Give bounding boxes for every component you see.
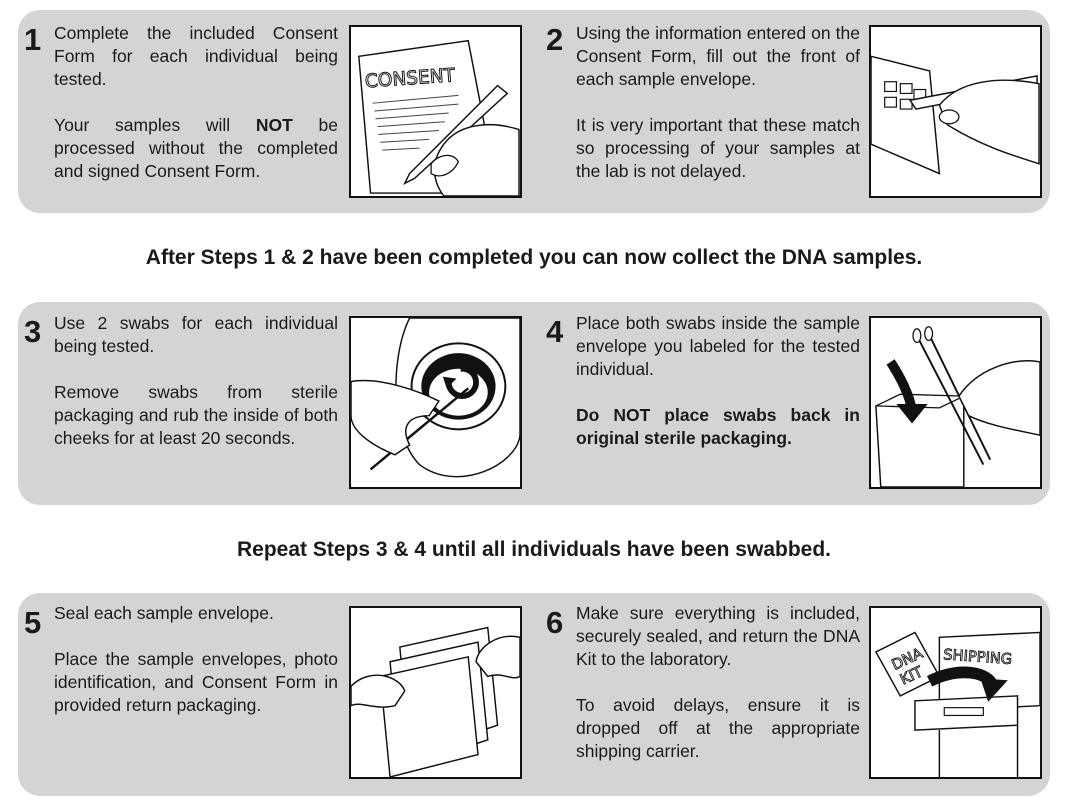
step-2-number: 2	[546, 22, 564, 57]
step-1-number: 1	[24, 22, 42, 57]
step-4-text: Place both swabs inside the sample envel…	[576, 312, 860, 450]
swabs-in-envelope-drawing	[875, 326, 1040, 487]
swabs-in-envelope-illustration	[869, 316, 1042, 489]
shipping-box-illustration: SHIPPING DNA KIT	[869, 606, 1042, 779]
step-3-instruction: Use 2 swabs for each individual being te…	[54, 313, 338, 356]
envelope-filling-illustration	[869, 25, 1042, 198]
step-2-instruction: Using the information entered on the Con…	[576, 23, 860, 89]
step-2-text: Using the information entered on the Con…	[576, 22, 860, 183]
consent-form-illustration: CONSENT	[349, 25, 522, 198]
seal-envelope-drawing	[351, 626, 520, 777]
steps-5-6-panel: 5 Seal each sample envelope. Place the s…	[18, 593, 1050, 796]
step-4-instruction: Place both swabs inside the sample envel…	[576, 313, 860, 379]
step-1-warning: Your samples will NOT be processed witho…	[54, 115, 338, 181]
step-6-note: To avoid delays, ensure it is dropped of…	[576, 695, 860, 761]
step-5-text: Seal each sample envelope. Place the sam…	[54, 602, 338, 717]
step-4-number: 4	[546, 314, 564, 349]
shipping-box-drawing: SHIPPING DNA KIT	[874, 631, 1040, 777]
cheek-swab-illustration	[349, 316, 522, 489]
step-4-warning: Do NOT place swabs back in original ster…	[576, 405, 860, 448]
step-3-number: 3	[24, 314, 42, 349]
cheek-swab-drawing	[351, 318, 520, 478]
steps-1-2-panel: 1 Complete the included Consent Form for…	[18, 10, 1050, 213]
steps-3-4-panel: 3 Use 2 swabs for each individual being …	[18, 302, 1050, 505]
step-3-text: Use 2 swabs for each individual being te…	[54, 312, 338, 450]
step-1-instruction: Complete the included Consent Form for e…	[54, 23, 338, 89]
collect-dna-banner: After Steps 1 & 2 have been completed yo…	[145, 246, 923, 269]
step-1-text: Complete the included Consent Form for e…	[54, 22, 338, 183]
consent-form-drawing: CONSENT	[358, 39, 520, 196]
step-6-number: 6	[546, 605, 564, 640]
step-3-detail: Remove swabs from sterile packaging and …	[54, 382, 338, 448]
shipping-label-text: SHIPPING	[943, 646, 1013, 668]
step-5-number: 5	[24, 605, 42, 640]
repeat-steps-banner: Repeat Steps 3 & 4 until all individuals…	[237, 538, 831, 561]
step-6-instruction: Make sure everything is included, secure…	[576, 603, 860, 669]
envelope-filling-drawing	[871, 55, 1040, 175]
step-5-detail: Place the sample envelopes, photo identi…	[54, 649, 338, 715]
step-5-instruction: Seal each sample envelope.	[54, 603, 274, 623]
seal-envelope-illustration	[349, 606, 522, 779]
step-6-text: Make sure everything is included, secure…	[576, 602, 860, 763]
step-2-note: It is very important that these match so…	[576, 115, 860, 181]
